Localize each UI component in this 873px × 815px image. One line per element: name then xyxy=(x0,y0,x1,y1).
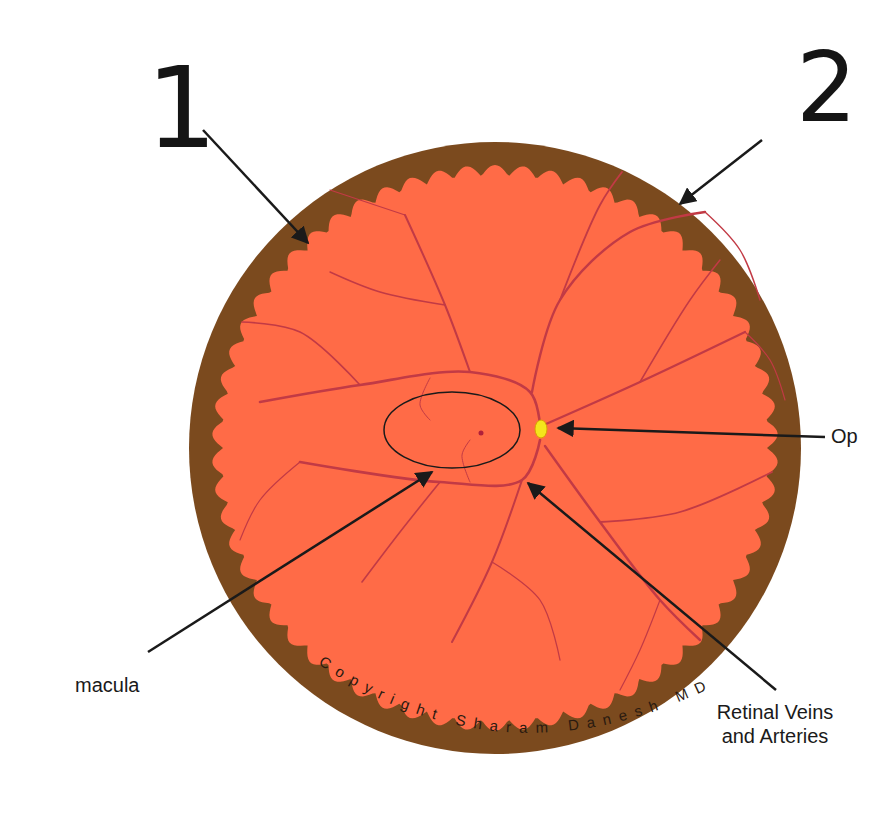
leader-line xyxy=(528,483,776,690)
callout-number: 1 xyxy=(146,52,217,164)
ora-serrata-ring xyxy=(189,142,801,754)
leader-line xyxy=(558,428,825,437)
copyright-watermark: Copyright Sharam Danesh MD xyxy=(316,652,708,736)
part-label: Op xyxy=(831,424,858,448)
vessel xyxy=(532,212,705,392)
part-label: macula xyxy=(75,673,139,697)
optic-disc xyxy=(535,420,547,438)
vessel xyxy=(452,480,522,642)
callout-number: 2 xyxy=(796,40,857,136)
vessel xyxy=(492,562,560,660)
vessel xyxy=(545,446,700,640)
vessel xyxy=(600,472,772,522)
part-label: Retinal Veins and Arteries xyxy=(700,700,850,748)
leader-lines xyxy=(148,130,825,690)
vessel xyxy=(462,440,470,482)
vessel xyxy=(560,172,622,300)
leader-line xyxy=(680,140,762,204)
vessel xyxy=(620,600,660,690)
vessel xyxy=(330,272,445,305)
leader-line xyxy=(148,472,432,652)
vessel xyxy=(405,215,470,372)
vessel xyxy=(362,482,440,582)
vessel xyxy=(420,378,430,420)
leader-line xyxy=(203,130,308,243)
retinal-vessels xyxy=(240,172,785,690)
vessel xyxy=(705,212,760,300)
vessel xyxy=(640,260,720,382)
vessel xyxy=(546,332,745,424)
vessel xyxy=(330,190,405,215)
vessel xyxy=(260,371,540,425)
vessel xyxy=(242,322,360,385)
macula-outline xyxy=(384,392,520,468)
vessel xyxy=(745,332,785,400)
fovea-dot xyxy=(479,431,484,436)
retina-field xyxy=(212,165,777,731)
copyright-path-text: Copyright Sharam Danesh MD xyxy=(316,652,708,736)
vessel xyxy=(240,462,300,540)
